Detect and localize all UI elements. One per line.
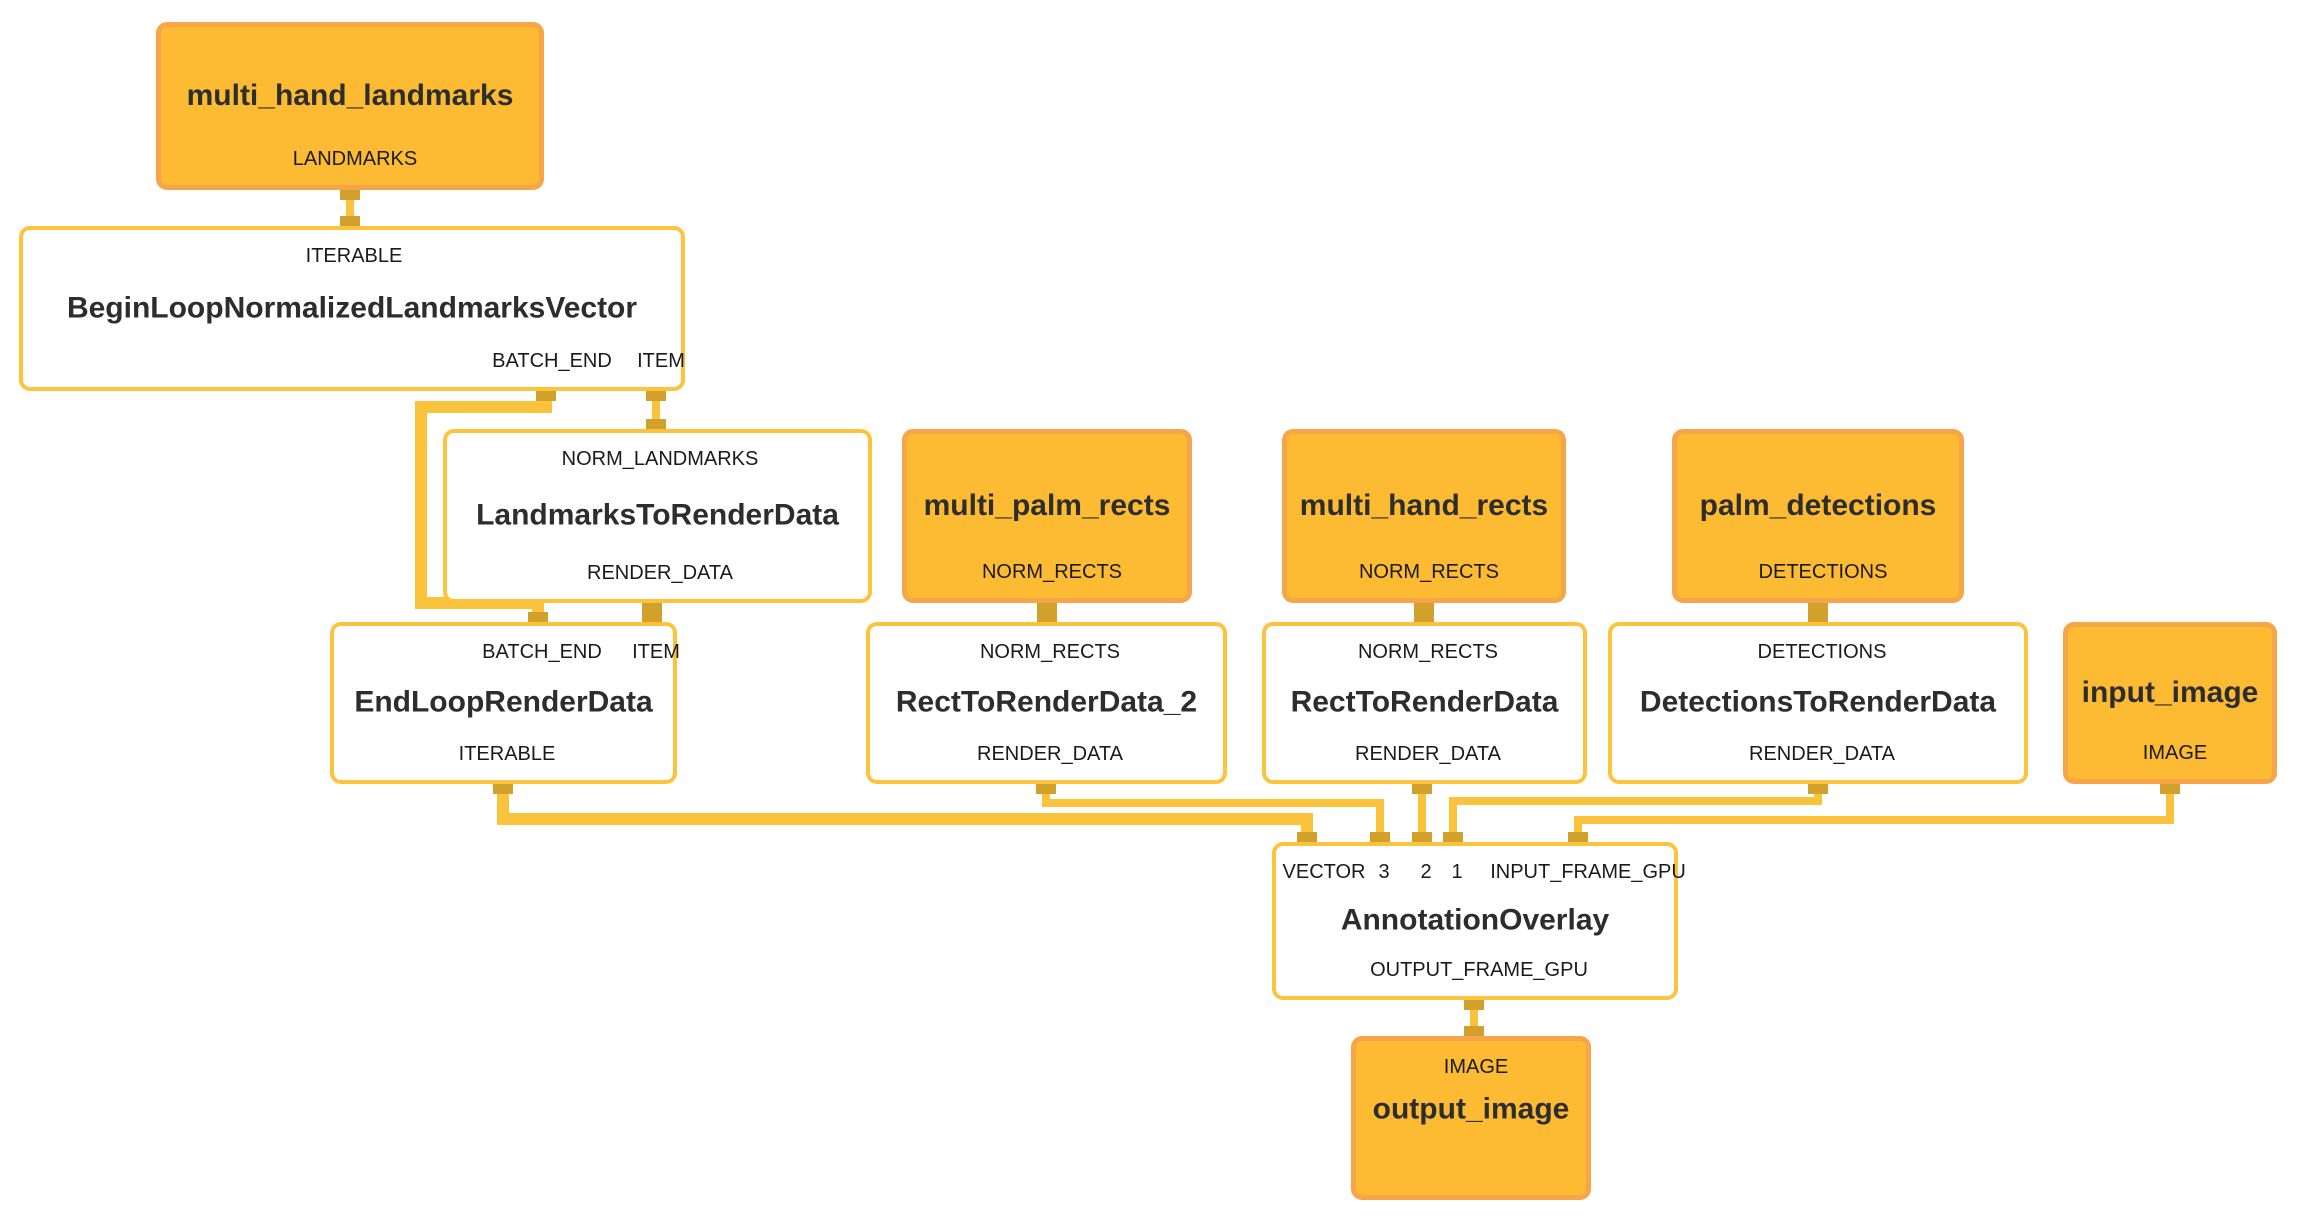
node-annotation-overlay[interactable]: VECTOR 3 2 1 INPUT_FRAME_GPU AnnotationO… [1272, 842, 1686, 1000]
input-port-label: ITERABLE [305, 245, 403, 267]
node-title: RectToRenderData_2 [895, 685, 1198, 719]
node-title: multi_hand_landmarks [186, 78, 514, 112]
node-title: BeginLoopNormalizedLandmarksVector [66, 290, 638, 324]
input-port-label: INPUT_FRAME_GPU [1490, 861, 1686, 883]
input-port-label: BATCH_END [482, 641, 602, 663]
node-landmarks-to-render-data[interactable]: NORM_LANDMARKS LandmarksToRenderData REN… [443, 429, 872, 603]
node-title: AnnotationOverlay [1340, 903, 1610, 937]
output-port-label: LANDMARKS [292, 148, 418, 170]
input-port-label: NORM_RECTS [979, 641, 1121, 663]
output-port-label: RENDER_DATA [1355, 743, 1501, 765]
node-palm-detections[interactable]: palm_detections DETECTIONS [1672, 429, 1964, 603]
node-multi-hand-landmarks[interactable]: multi_hand_landmarks LANDMARKS [156, 22, 544, 190]
node-rect-to-render-data-2[interactable]: NORM_RECTS RectToRenderData_2 RENDER_DAT… [866, 622, 1227, 784]
node-title: LandmarksToRenderData [476, 498, 839, 532]
input-port-label: DETECTIONS [1757, 641, 1887, 663]
output-port-label: NORM_RECTS [1358, 561, 1500, 583]
node-multi-palm-rects[interactable]: multi_palm_rects NORM_RECTS [902, 429, 1192, 603]
edge-input-image-to-annotation-overlay-input-frame-gpu [1574, 784, 2174, 842]
node-title: output_image [1372, 1092, 1570, 1126]
node-output-image[interactable]: IMAGE output_image [1351, 1036, 1591, 1200]
input-port-label: 1 [1451, 861, 1463, 883]
output-port-label: RENDER_DATA [1749, 743, 1895, 765]
node-title: multi_palm_rects [923, 488, 1171, 522]
node-title: palm_detections [1699, 488, 1937, 522]
edge-detections-to-render-data-to-annotation-overlay-1 [1449, 784, 1822, 842]
output-port-label: RENDER_DATA [977, 743, 1123, 765]
output-port-label: IMAGE [2142, 742, 2208, 764]
node-title: EndLoopRenderData [354, 685, 653, 719]
input-port-label: NORM_LANDMARKS [561, 448, 759, 470]
node-detections-to-render-data[interactable]: DETECTIONS DetectionsToRenderData RENDER… [1608, 622, 2028, 784]
input-port-label: NORM_RECTS [1357, 641, 1499, 663]
output-port-label: ITERABLE [458, 743, 556, 765]
node-rect-to-render-data[interactable]: NORM_RECTS RectToRenderData RENDER_DATA [1262, 622, 1587, 784]
input-port-label: 3 [1378, 861, 1390, 883]
output-port-label: OUTPUT_FRAME_GPU [1370, 959, 1588, 981]
input-port-label: VECTOR [1282, 861, 1366, 883]
output-port-label: BATCH_END [492, 350, 612, 372]
node-end-loop-render-data[interactable]: BATCH_END ITEM EndLoopRenderData ITERABL… [330, 622, 680, 784]
node-title: DetectionsToRenderData [1639, 685, 1997, 719]
node-multi-hand-rects[interactable]: multi_hand_rects NORM_RECTS [1282, 429, 1566, 603]
node-input-image[interactable]: input_image IMAGE [2063, 622, 2277, 784]
node-title: input_image [2081, 675, 2259, 709]
input-port-label: IMAGE [1443, 1056, 1509, 1078]
node-title: multi_hand_rects [1299, 488, 1549, 522]
input-port-label: ITEM [632, 641, 680, 663]
output-port-label: ITEM [637, 350, 685, 372]
node-title: RectToRenderData [1290, 685, 1559, 719]
node-begin-loop-normalized-landmarks-vector[interactable]: ITERABLE BeginLoopNormalizedLandmarksVec… [19, 226, 685, 391]
output-port-label: RENDER_DATA [587, 562, 733, 584]
output-port-label: DETECTIONS [1758, 561, 1888, 583]
input-port-label: 2 [1420, 861, 1432, 883]
edge-end-loop-iterable-to-annotation-overlay-vector [497, 784, 1313, 842]
edge-rect-to-render-data-2-to-annotation-overlay-3 [1042, 784, 1384, 842]
output-port-label: NORM_RECTS [981, 561, 1123, 583]
